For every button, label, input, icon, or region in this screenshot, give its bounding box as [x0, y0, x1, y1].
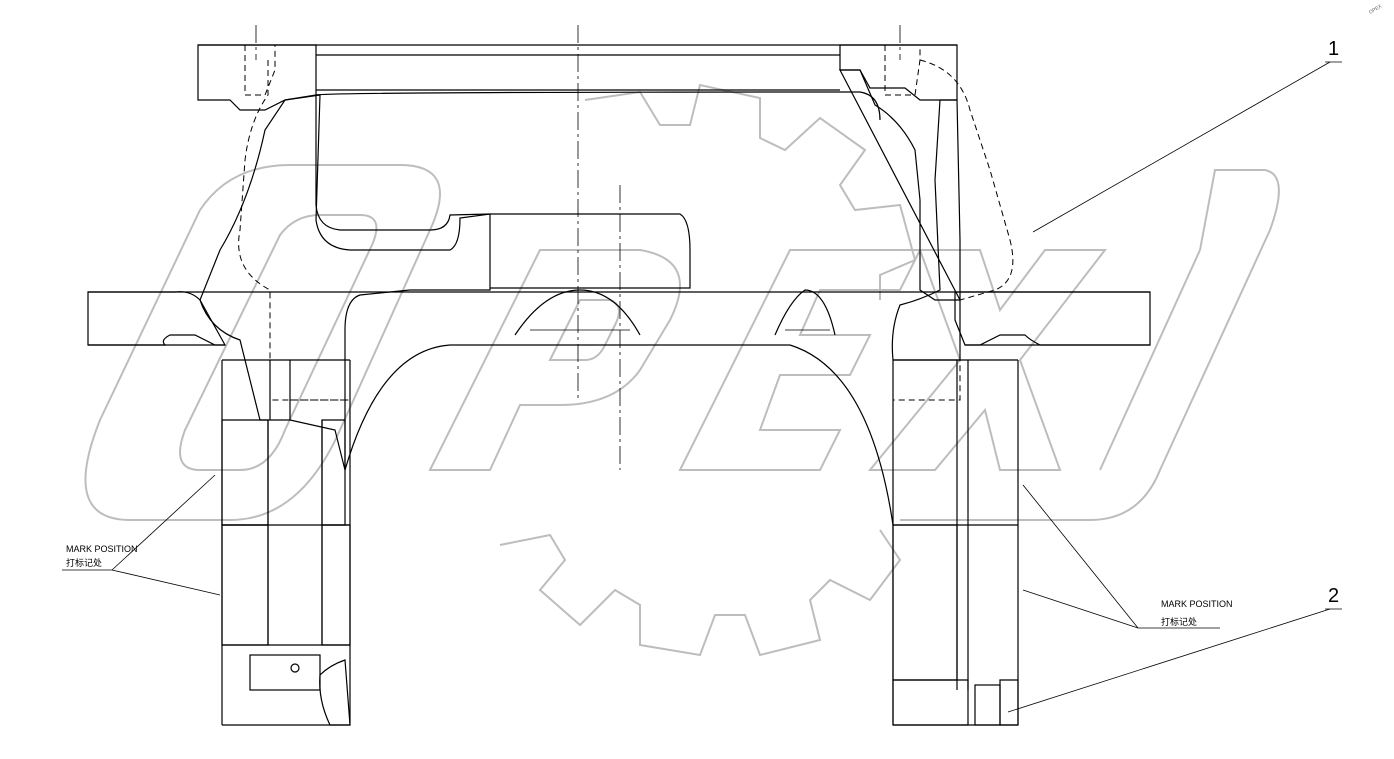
mark-position-left-cn: 打标记处: [66, 557, 102, 568]
callout-1: 1: [1328, 38, 1339, 60]
mark-position-left-en: MARK POSITION: [66, 544, 138, 554]
left-hatched-section: [87, 44, 491, 726]
mark-position-right-cn: 打标记处: [1161, 616, 1197, 627]
hidden-lines: [238, 45, 1014, 401]
leader-lines: [62, 61, 1342, 713]
part-outline: [88, 44, 1150, 726]
watermark-logo: [84, 164, 1280, 521]
mark-position-right-en: MARK POSITION: [1161, 599, 1233, 609]
right-hatched-section: [839, 44, 1151, 726]
watermark-gear: [499, 83, 917, 657]
callout-2: 2: [1328, 585, 1339, 607]
center-lines: [255, 25, 901, 470]
watermark-corner: OPEX: [1368, 3, 1384, 15]
